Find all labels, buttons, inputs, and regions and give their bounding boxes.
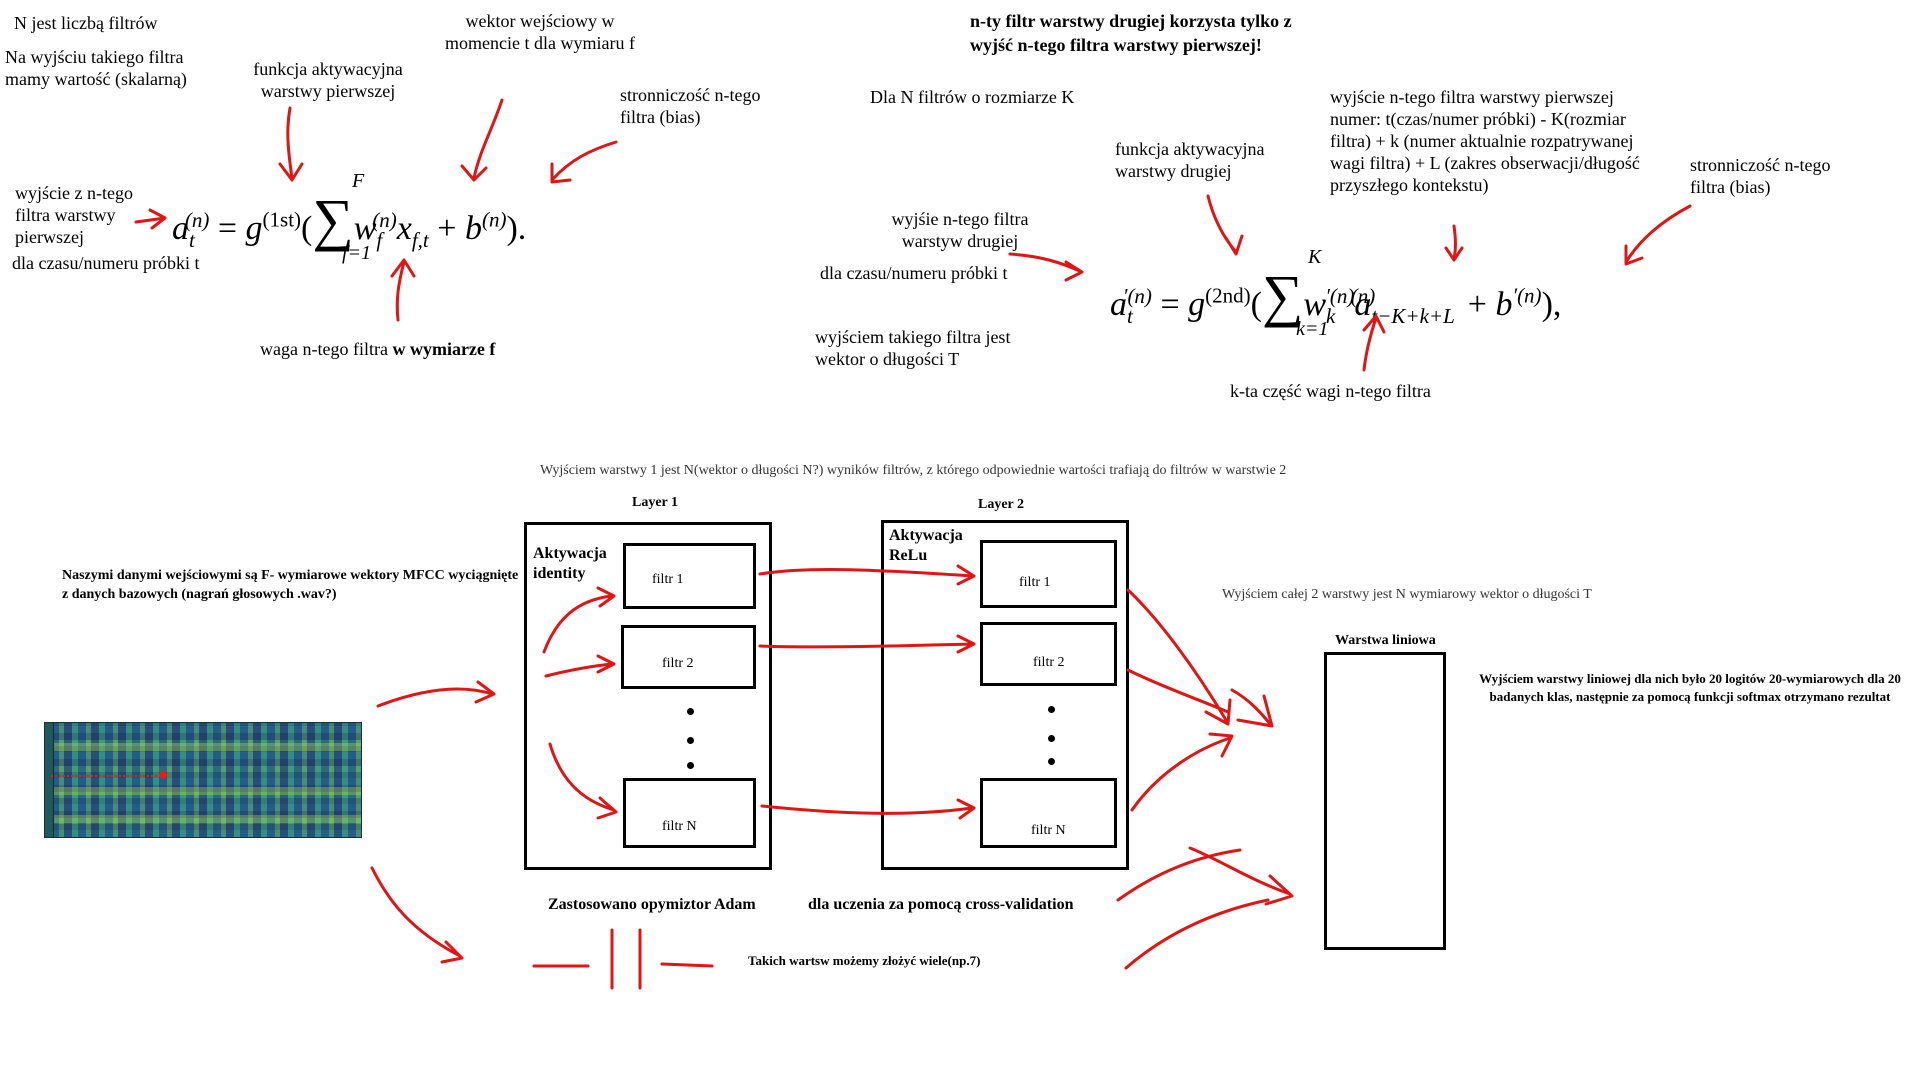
arrow-l1f2-to-l2f2 <box>758 634 976 654</box>
l2-heading-line2: wyjść n-tego filtra warstwy pierwszej! <box>970 35 1262 55</box>
linear-output-note: Wyjściem warstwy liniowej dla nich było … <box>1479 671 1901 704</box>
arrow-to-l1-filter2 <box>544 654 616 678</box>
n-filters-note: N jest liczbą filtrów <box>14 13 158 33</box>
arrow-stack-stroke <box>1116 848 1242 902</box>
layer1-ellipsis-dot <box>687 708 694 715</box>
linear-layer-box <box>1324 652 1446 950</box>
sum-upper-limit-l1: F <box>352 170 365 192</box>
layer1-ellipsis-dot <box>687 737 694 744</box>
layer1-filter-2: filtr 2 <box>621 625 756 689</box>
arrow-kth-weight <box>1362 314 1386 372</box>
equation-layer2: at′(n) = g(2nd)(∑wk′(n)at−K+k+L(n) + b′(… <box>1110 263 1562 328</box>
sum-lower-limit-l1: f=1 <box>342 242 372 264</box>
bias-l2-note: stronniczość n-tego filtra (bias) <box>1690 155 1831 197</box>
layer2-output-note: Wyjściem całej 2 warstwy jest N wymiarow… <box>1222 587 1592 602</box>
arrow-l2fN-to-linear <box>1130 732 1234 812</box>
layer2-box <box>881 520 1129 870</box>
arrow-activation-l2 <box>1206 194 1244 256</box>
layer2-filter-2: filtr 2 <box>980 622 1117 686</box>
layer2-title: Layer 2 <box>978 497 1025 512</box>
activation-l2-note: funkcja aktywacyjna warstwy drugiej <box>1115 139 1265 181</box>
mfcc-heatmap-image <box>44 722 362 838</box>
equation-layer1: at(n) = g(1st)(∑wf(n)xf,t + b(n)). <box>172 187 527 252</box>
input-vector-note: wektor wejściowy w momencie t dla wymiar… <box>445 11 635 53</box>
output-l1-note: wyjście z n-tego filtra warstwy pierwsze… <box>15 183 133 247</box>
time-l1-note: dla czasu/numeru próbki t <box>12 253 200 273</box>
bias-l1-note: stronniczość n-tego filtra (bias) <box>620 85 761 127</box>
layer2-filter-1: filtr 1 <box>980 540 1117 608</box>
output-scalar-note: Na wyjściu takiego filtra mamy wartość (… <box>5 47 187 89</box>
arrow-l2f2-to-linear <box>1126 668 1230 714</box>
layer2-filter-n: filtr N <box>980 778 1117 848</box>
sum-upper-limit-l2: K <box>1308 246 1322 268</box>
arrow-weight-l1 <box>390 258 416 322</box>
arrow-l1f1-to-l2f1 <box>758 564 976 586</box>
layer-output-note: Wyjściem warstwy 1 jest N(wektor o długo… <box>540 463 1287 478</box>
layer1-ellipsis-dot <box>687 762 694 769</box>
arrow-l2f1-to-linear <box>1126 588 1232 726</box>
layer1-filter-n: filtr N <box>623 778 756 848</box>
arrow-layer2-to-linear <box>1230 688 1274 728</box>
arrow-l1fN-to-l2fN <box>760 798 976 820</box>
activation-l1-note: funkcja aktywacyjna warstwy pierwszej <box>253 59 403 101</box>
stack-parallel-marks <box>610 928 642 990</box>
layer1-box <box>524 522 772 870</box>
arrow-input-to-layer1 <box>376 680 496 708</box>
layer2-ellipsis-dot <box>1048 735 1055 742</box>
weight-l1-note: waga n-tego filtra w wymiarze f <box>260 339 496 359</box>
arrow-to-l1-filterN <box>548 742 618 820</box>
l2-heading-line1: n-ty filtr warstwy drugiej korzysta tylk… <box>970 11 1292 31</box>
layer2-ellipsis-dot <box>1048 758 1055 765</box>
layer1-title: Layer 1 <box>632 495 679 510</box>
arrow-output-l2 <box>1008 252 1084 282</box>
cross-validation-note: dla uczenia za pomocą cross-validation <box>808 896 1074 913</box>
arrow-stack-to-linear <box>1124 846 1294 970</box>
input-data-note: Naszymi danymi wejściowymi są F- wymiaro… <box>62 568 519 602</box>
stack-dash-right <box>660 962 714 968</box>
arrow-to-optimizer <box>370 866 464 964</box>
layer1-activation: Aktywacja identity <box>533 545 607 582</box>
arrow-bias-l1 <box>550 140 618 184</box>
output-l2-note: wyjśie n-tego filtra warstyw drugiej <box>891 209 1029 251</box>
arrow-input-vector <box>460 98 504 182</box>
l1-output-index-note: wyjście n-tego filtra warstwy pierwszej … <box>1330 87 1640 195</box>
layer2-activation: Aktywacja ReLu <box>889 527 963 564</box>
sum-lower-limit-l2: k=1 <box>1296 318 1329 340</box>
arrow-bias-l2 <box>1624 204 1692 266</box>
layer2-ellipsis-dot <box>1048 706 1055 713</box>
arrow-activation-l1 <box>278 106 304 182</box>
optimizer-note: Zastosowano opymiztor Adam <box>548 896 756 913</box>
stack-layers-note: Takich wartsw możemy złożyć wiele(np.7) <box>748 953 981 968</box>
arrow-output-l1 <box>134 208 167 230</box>
vector-out-note: wyjściem takiego filtra jest wektor o dł… <box>815 327 1011 369</box>
arrow-to-l1-filter1 <box>542 586 616 654</box>
layer1-filter-1: filtr 1 <box>623 543 756 609</box>
kth-weight-note: k-ta część wagi n-tego filtra <box>1230 381 1431 401</box>
linear-layer-title: Warstwa liniowa <box>1335 633 1436 648</box>
arrow-l1-output-index <box>1444 224 1464 262</box>
n-filters-k-note: Dla N filtrów o rozmiarze K <box>870 87 1075 107</box>
time-l2-note: dla czasu/numeru próbki t <box>820 263 1008 283</box>
